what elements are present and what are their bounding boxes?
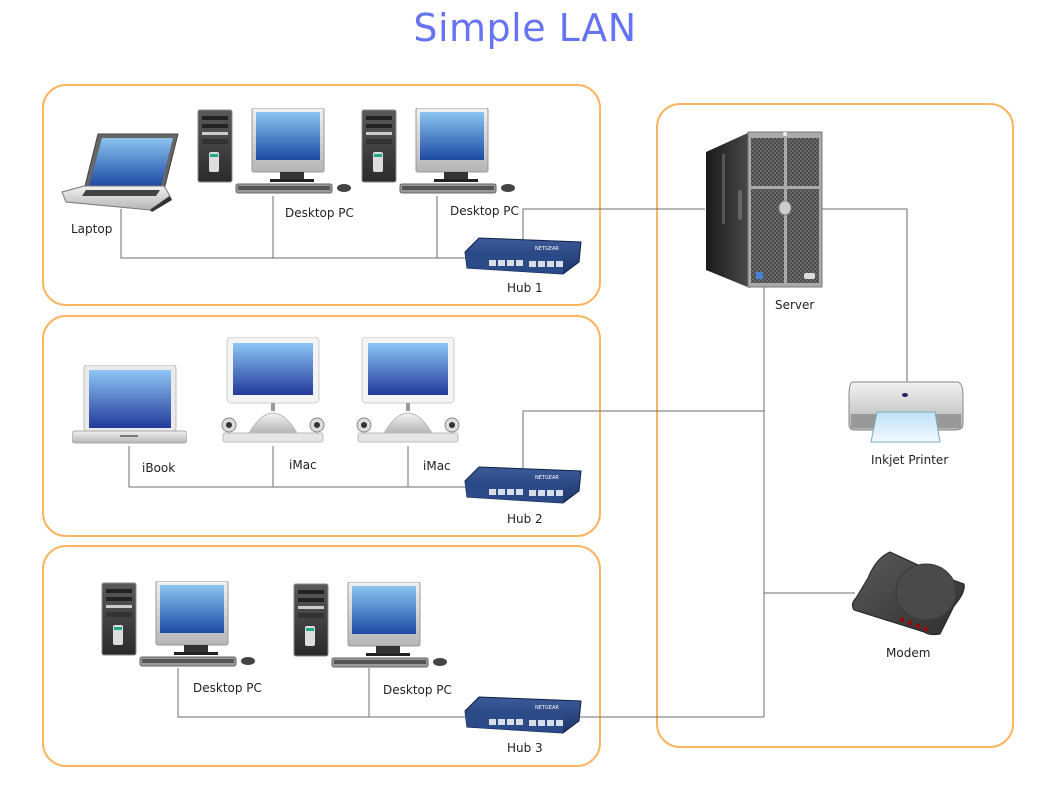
- diagram-title: Simple LAN: [413, 6, 637, 50]
- ibook-icon[interactable]: [71, 364, 188, 447]
- desktop-pc-icon[interactable]: [360, 108, 520, 198]
- group-1-container: [42, 84, 601, 306]
- imac-icon[interactable]: [354, 337, 464, 447]
- server-label: Server: [775, 298, 815, 312]
- imac-icon[interactable]: [219, 337, 329, 447]
- laptop-icon[interactable]: [60, 130, 180, 212]
- imac-label: iMac: [289, 458, 317, 472]
- ibook-label: iBook: [142, 461, 176, 475]
- desktop-pc-label: Desktop PC: [193, 681, 262, 695]
- group-3-container: [42, 545, 601, 767]
- modem-icon[interactable]: [850, 548, 968, 638]
- desktop-pc-label: Desktop PC: [285, 206, 354, 220]
- printer-icon[interactable]: [847, 380, 965, 446]
- server-icon[interactable]: [704, 130, 824, 290]
- hub-label: Hub 3: [507, 741, 543, 755]
- hub-icon[interactable]: [463, 465, 583, 505]
- printer-label: Inkjet Printer: [871, 453, 949, 467]
- hub-icon[interactable]: [463, 695, 583, 735]
- desktop-pc-icon[interactable]: [292, 582, 452, 672]
- hub-label: Hub 2: [507, 512, 543, 526]
- imac-label: iMac: [423, 459, 451, 473]
- laptop-label: Laptop: [71, 222, 113, 236]
- hub-icon[interactable]: [463, 236, 583, 276]
- desktop-pc-label: Desktop PC: [383, 683, 452, 697]
- modem-label: Modem: [886, 646, 931, 660]
- desktop-pc-label: Desktop PC: [450, 204, 519, 218]
- hub-label: Hub 1: [507, 281, 543, 295]
- desktop-pc-icon[interactable]: [100, 581, 260, 671]
- desktop-pc-icon[interactable]: [196, 108, 356, 198]
